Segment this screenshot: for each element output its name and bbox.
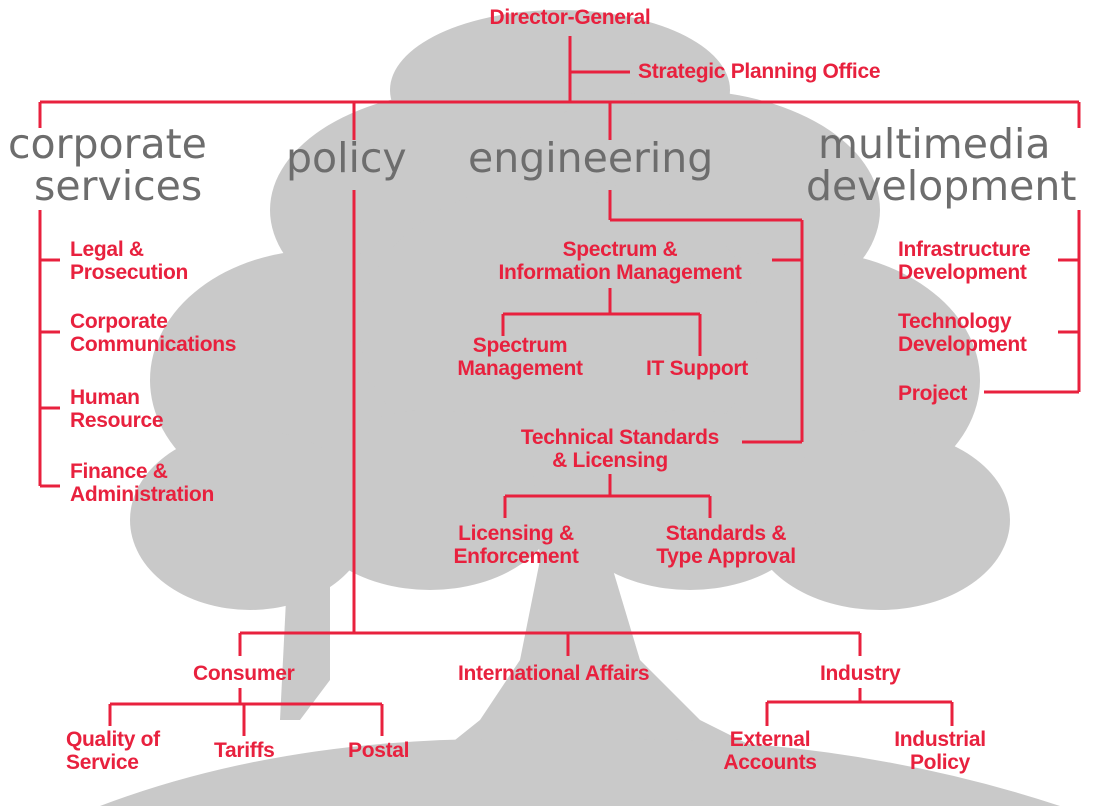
unit-infrastructure-development-line1: Infrastructure (898, 238, 1031, 261)
unit-technology-development-line2: Development (898, 333, 1027, 356)
unit-consumer: Consumer (193, 662, 295, 685)
division-corporate-line2: services (34, 162, 203, 210)
unit-spectrum-management-line1: Spectrum (472, 334, 568, 357)
director-general-label: Director-General (489, 6, 651, 29)
unit-industrial-policy-line1: Industrial (894, 728, 986, 751)
division-policy: policy (286, 134, 407, 182)
unit-technology-development-line1: Technology (898, 310, 1012, 333)
unit-infrastructure-development-line2: Development (898, 261, 1027, 284)
division-multimedia-line1: multimedia (818, 120, 1051, 168)
unit-corporate-communications-line1: Corporate (70, 310, 168, 333)
unit-spectrum-info-mgmt-line1: Spectrum & (562, 238, 678, 261)
strategic-planning-office-label: Strategic Planning Office (638, 60, 881, 83)
unit-industrial-policy-line2: Policy (909, 751, 971, 774)
unit-quality-of-service-line2: Service (66, 751, 139, 774)
unit-external-accounts-line2: Accounts (723, 751, 817, 774)
unit-technical-standards-line2: & Licensing (552, 449, 668, 472)
unit-legal-prosecution-line1: Legal & (70, 238, 144, 261)
unit-project: Project (898, 382, 968, 405)
unit-tariffs: Tariffs (214, 739, 275, 762)
division-engineering: engineering (468, 134, 714, 182)
unit-quality-of-service-line1: Quality of (66, 728, 160, 751)
unit-industry: Industry (820, 662, 901, 685)
unit-standards-type-approval-line1: Standards & (665, 522, 787, 545)
unit-spectrum-info-mgmt-line2: Information Management (498, 261, 742, 284)
unit-licensing-enforcement-line2: Enforcement (453, 545, 579, 568)
division-corporate-line1: corporate (8, 120, 207, 168)
unit-finance-administration-line1: Finance & (70, 460, 168, 483)
unit-human-resource-line2: Resource (70, 409, 164, 432)
unit-licensing-enforcement-line1: Licensing & (458, 522, 574, 545)
unit-finance-administration-line2: Administration (70, 483, 214, 506)
unit-standards-type-approval-line2: Type Approval (656, 545, 796, 568)
unit-legal-prosecution-line2: Prosecution (70, 261, 189, 284)
unit-spectrum-management-line2: Management (457, 357, 583, 380)
unit-postal: Postal (348, 739, 410, 762)
unit-corporate-communications-line2: Communications (70, 333, 237, 356)
division-multimedia-line2: development (806, 162, 1077, 210)
unit-technical-standards-line1: Technical Standards (520, 426, 720, 449)
unit-international-affairs: International Affairs (458, 662, 650, 685)
unit-it-support: IT Support (646, 357, 748, 380)
unit-human-resource-line1: Human (70, 386, 140, 409)
unit-external-accounts-line1: External (729, 728, 811, 751)
